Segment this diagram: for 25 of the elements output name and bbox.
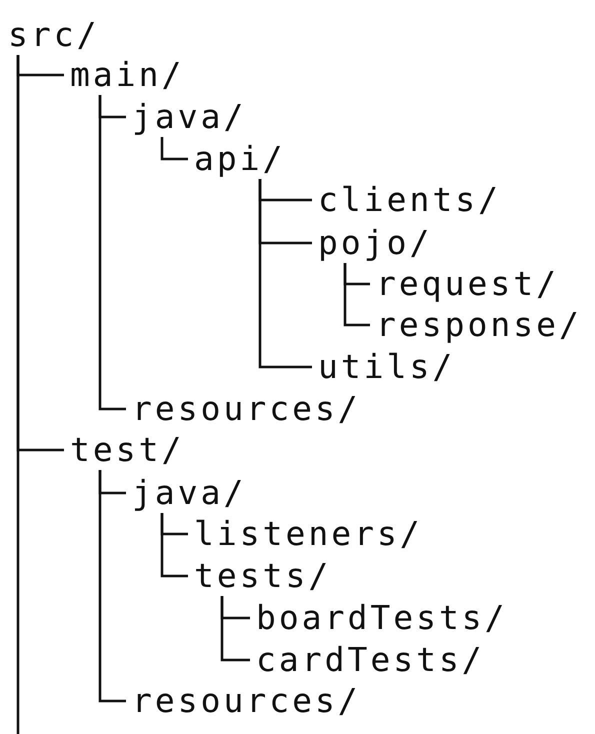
folder-name: api/ xyxy=(188,139,288,179)
folder-name: listeners/ xyxy=(188,514,425,554)
folder-name: tests/ xyxy=(188,556,334,596)
folder-name: src/ xyxy=(2,15,102,55)
tree-connector xyxy=(344,263,370,326)
folder-name: java/ xyxy=(126,97,248,137)
folder-name: main/ xyxy=(64,55,186,95)
folder-name: java/ xyxy=(126,473,248,513)
folder-name: clients/ xyxy=(312,180,503,220)
folder-name: resources/ xyxy=(126,681,363,721)
tree-connector xyxy=(160,137,188,160)
folder-name: response/ xyxy=(370,305,584,345)
tree-connector xyxy=(16,55,20,734)
folder-name: boardTests/ xyxy=(250,598,510,638)
tree-connector xyxy=(98,95,126,410)
folder-name: pojo/ xyxy=(312,223,434,263)
tree-connector xyxy=(258,179,312,368)
folder-name: cardTests/ xyxy=(250,640,487,680)
tree-connector xyxy=(160,513,188,578)
tree-connector xyxy=(98,470,126,702)
folder-name: resources/ xyxy=(126,389,363,429)
folder-name: test/ xyxy=(64,430,186,470)
folder-name: utils/ xyxy=(312,347,458,387)
folder-name: request/ xyxy=(370,264,561,304)
tree-connector xyxy=(220,596,250,662)
